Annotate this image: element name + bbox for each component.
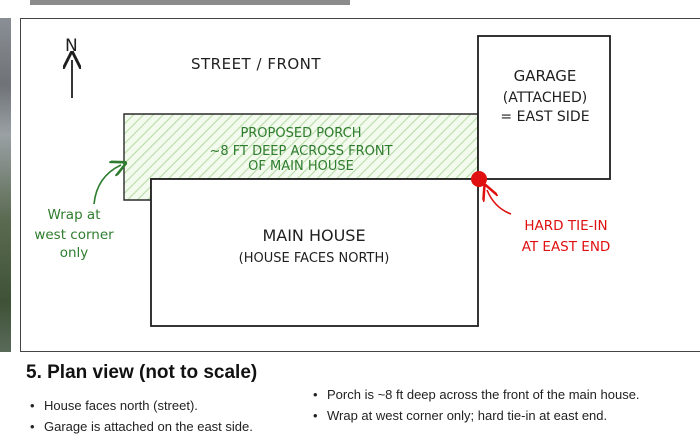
photo-edge <box>0 18 11 352</box>
wrap-label-3: only <box>60 245 89 261</box>
plan-diagram: N STREET / FRONT PROPOSED PORCH ~8 FT DE… <box>34 35 611 327</box>
main-house-box <box>150 178 479 327</box>
notes-right-list: Porch is ~8 ft deep across the front of … <box>309 384 699 426</box>
garage-label-1: GARAGE <box>514 67 577 85</box>
tie-label-1: HARD TIE-IN <box>524 218 607 234</box>
street-label: STREET / FRONT <box>191 55 321 73</box>
cropped-heading-fragment <box>30 0 350 5</box>
house-label-2: (HOUSE FACES NORTH) <box>239 251 390 266</box>
garage-label-3: = EAST SIDE <box>500 109 589 125</box>
note-item: House faces north (street). <box>26 395 316 416</box>
north-label: N <box>65 36 78 56</box>
section-title: 5. Plan view (not to scale) <box>26 362 258 383</box>
porch-label-2: ~8 FT DEEP ACROSS FRONT <box>209 144 392 159</box>
house-label-1: MAIN HOUSE <box>262 226 365 245</box>
wrap-label-1: Wrap at <box>48 207 101 223</box>
notes-left-list: House faces north (street). Garage is at… <box>26 395 316 437</box>
note-item: Porch is ~8 ft deep across the front of … <box>309 384 699 405</box>
wrap-arrow <box>93 165 121 205</box>
garage-box <box>477 35 611 180</box>
porch-label-1: PROPOSED PORCH <box>240 126 361 141</box>
wrap-label-2: west corner <box>34 227 114 243</box>
tie-in-arrow <box>487 190 512 215</box>
note-item: Wrap at west corner only; hard tie-in at… <box>309 405 699 426</box>
tie-in-point <box>471 171 487 187</box>
tie-label-2: AT EAST END <box>522 239 611 255</box>
garage-label-2: (ATTACHED) <box>503 90 587 106</box>
porch-label-3: OF MAIN HOUSE <box>248 159 354 174</box>
